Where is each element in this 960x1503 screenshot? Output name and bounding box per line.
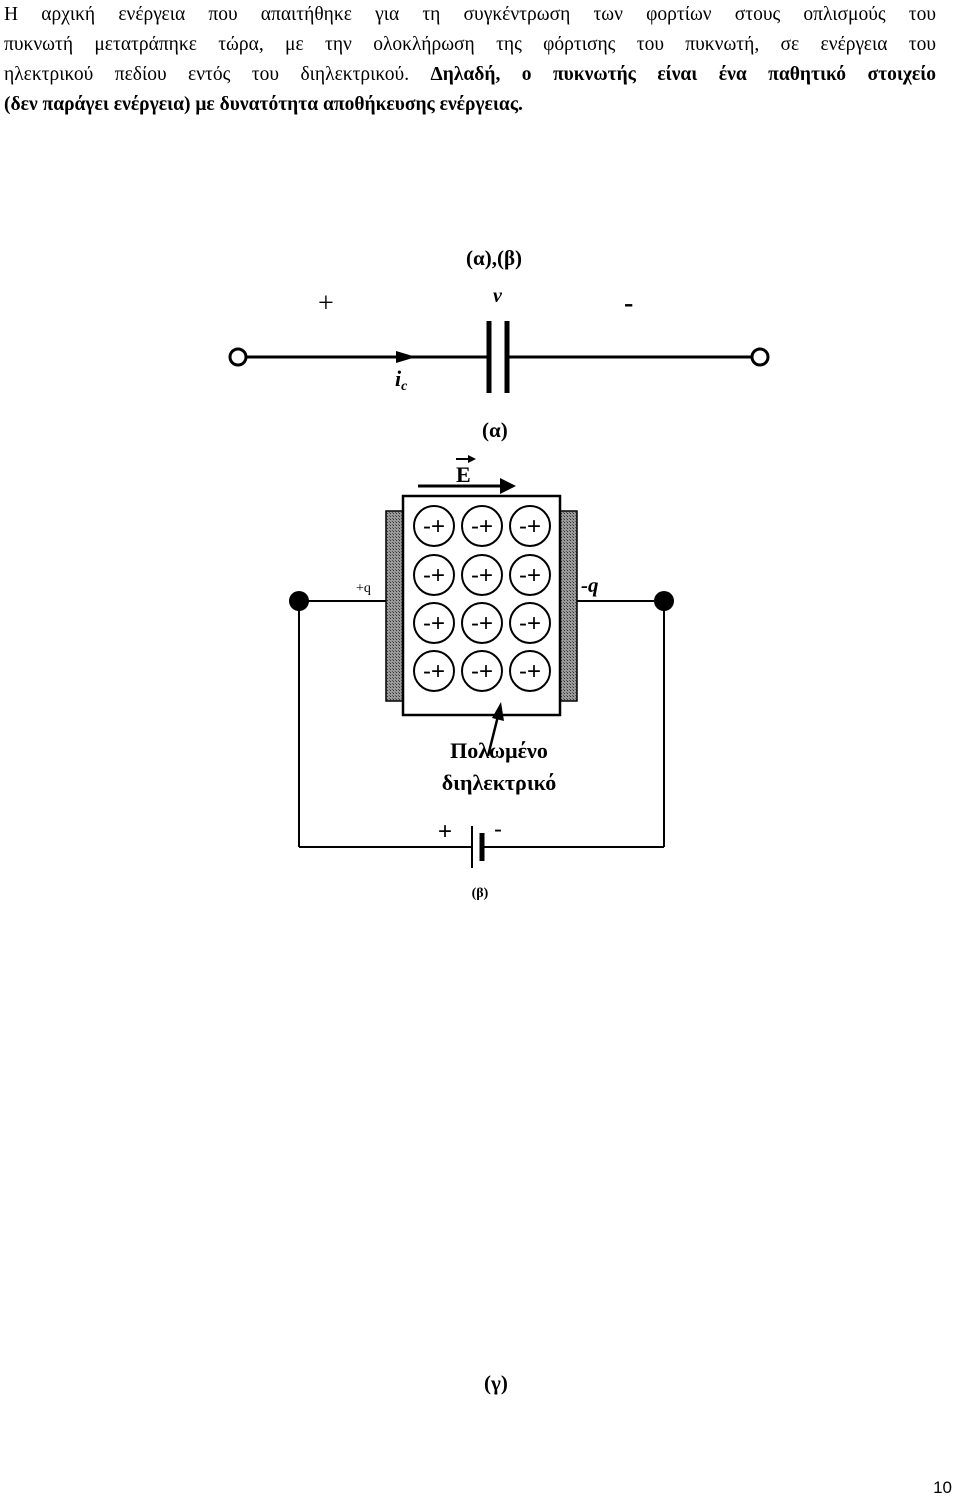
dipole-circle xyxy=(413,505,455,547)
dielectric-pointer-head xyxy=(492,702,504,721)
dipole-charge-label: -+ xyxy=(519,610,541,637)
minus-q-label: -q xyxy=(581,573,599,597)
paragraph-line-3-bold: Δηλαδή, ο πυκνωτής είναι ένα παθητικό στ… xyxy=(430,64,936,85)
dielectric-pointer-line xyxy=(486,715,500,757)
dipole-charge-label: -+ xyxy=(519,562,541,589)
paragraph-line-3: ηλεκτρικού πεδίου εντός του διηλεκτρικού… xyxy=(4,60,936,90)
minus-sign: - xyxy=(624,288,633,319)
page-number: 10 xyxy=(933,1478,952,1497)
dipole-charge-label: -+ xyxy=(519,658,541,685)
voltage-label: v xyxy=(493,285,503,307)
plus-sign: + xyxy=(318,288,334,319)
dipole-circle xyxy=(461,505,503,547)
plate-negative xyxy=(559,510,578,702)
field-label: E xyxy=(456,462,471,487)
dipole-charge-label: -+ xyxy=(423,562,445,589)
plate-positive xyxy=(385,510,404,702)
paragraph-line-4: (δεν παράγει ενέργεια) με δυνατότητα απο… xyxy=(4,94,523,115)
dipole-circle xyxy=(509,650,551,692)
paragraph-line-3-normal: ηλεκτρικού πεδίου εντός του διηλεκτρικού… xyxy=(4,64,410,85)
dielectric-label-line2: διηλεκτρικό xyxy=(442,770,556,795)
paragraph-line-2: πυκνωτή μετατράπηκε τώρα, με την ολοκλήρ… xyxy=(4,34,936,55)
dipole-charge-label: -+ xyxy=(471,610,493,637)
dipole-charge-label: -+ xyxy=(471,513,493,540)
figure-a-capacitor-symbol: + - v ic xyxy=(228,285,770,394)
figure-top-caption: (α),(β) xyxy=(466,246,523,270)
dipole-circle xyxy=(509,505,551,547)
dielectric-label-line1: Πολωμένο xyxy=(450,738,548,763)
figure-b-label: (β) xyxy=(472,886,489,901)
dipole-circle xyxy=(461,602,503,644)
dipole-charge-label: -+ xyxy=(471,562,493,589)
dipole-charge-label: -+ xyxy=(423,658,445,685)
current-label: ic xyxy=(395,366,408,394)
dipole-circle xyxy=(461,650,503,692)
figure-a-label: (α) xyxy=(482,418,508,442)
current-arrow xyxy=(396,351,416,363)
dipole-circle xyxy=(461,554,503,596)
dipole-charge-label: -+ xyxy=(423,513,445,540)
bottom-caption: (γ) xyxy=(484,1371,508,1395)
body-paragraph: Η αρχική ενέργεια που απαιτήθηκε για τη … xyxy=(4,0,936,120)
battery-plus: + xyxy=(438,818,452,845)
field-arrow-head xyxy=(500,478,516,494)
left-terminal xyxy=(228,347,248,367)
paragraph-line-1: Η αρχική ενέργεια που απαιτήθηκε για τη … xyxy=(4,4,936,25)
field-vector-bar-arrow xyxy=(468,455,476,463)
plus-q-label: +q xyxy=(356,581,371,596)
figure-b-polarized-dielectric: E -+ -+ -+ -+ -+ -+ -+ -+ -+ -+ -+ -+ +q -q + - Πολ… xyxy=(289,455,674,901)
dipole-circle xyxy=(509,554,551,596)
dipole-charge-label: -+ xyxy=(471,658,493,685)
dipole-charge-label: -+ xyxy=(519,513,541,540)
dipole-circle xyxy=(413,602,455,644)
dipole-circle xyxy=(413,650,455,692)
dipole-grid: -+ -+ -+ -+ -+ -+ -+ -+ -+ -+ -+ -+ xyxy=(413,505,551,692)
dipole-circle xyxy=(413,554,455,596)
right-terminal xyxy=(750,347,770,367)
battery-minus: - xyxy=(494,816,502,843)
dipole-circle xyxy=(509,602,551,644)
dipole-charge-label: -+ xyxy=(423,610,445,637)
